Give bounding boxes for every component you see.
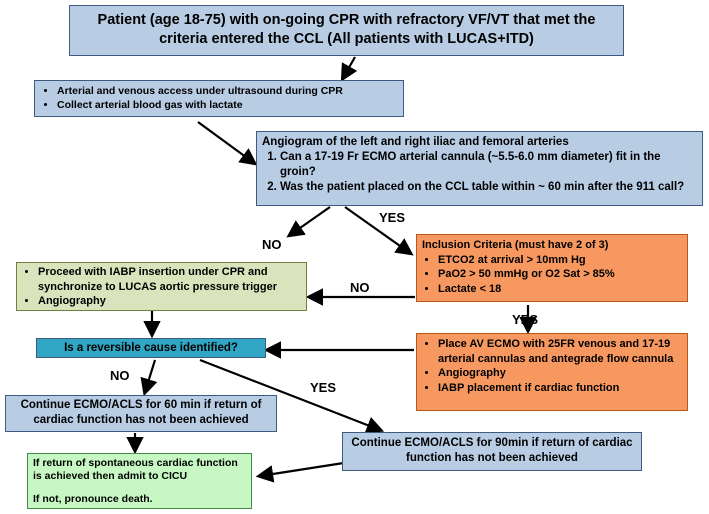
inclusion-box: Inclusion Criteria (must have 2 of 3) ET… <box>416 234 688 302</box>
final-line-1: If return of spontaneous cardiac functio… <box>33 457 238 482</box>
label-yes-reversible: YES <box>310 380 337 395</box>
inclusion-item-1: ETCO2 at arrival > 10mm Hg <box>438 253 682 268</box>
start-box: Patient (age 18-75) with on-going CPR wi… <box>69 5 624 56</box>
arrow-angiogram-to-no <box>286 206 331 238</box>
label-no-reversible: NO <box>110 368 130 383</box>
inclusion-item-3: Lactate < 18 <box>438 282 682 297</box>
arrow-start-to-access <box>340 56 358 82</box>
access-item-1: Arterial and venous access under ultraso… <box>57 84 397 98</box>
ecmo-item-1: Place AV ECMO with 25FR venous and 17-19… <box>438 337 682 366</box>
label-yes-inclusion: YES <box>512 312 539 327</box>
arrow-reversible-to-cont60 <box>140 359 158 397</box>
access-item-2: Collect arterial blood gas with lactate <box>57 98 397 112</box>
continue-90-text: Continue ECMO/ACLS for 90min if return o… <box>351 437 633 464</box>
angiogram-box: Angiogram of the left and right iliac an… <box>256 131 703 206</box>
ecmo-item-3: IABP placement if cardiac function <box>438 381 682 396</box>
label-no-inclusion: NO <box>350 280 370 295</box>
iabp-box: Proceed with IABP insertion under CPR an… <box>16 262 307 311</box>
angiogram-item-2: Was the patient placed on the CCL table … <box>280 180 697 195</box>
final-line-2: If not, pronounce death. <box>33 493 153 505</box>
reversible-box: Is a reversible cause identified? <box>36 338 266 358</box>
angiogram-title: Angiogram of the left and right iliac an… <box>262 136 569 148</box>
start-line-1: Patient (age 18-75) with on-going CPR wi… <box>97 12 596 28</box>
inclusion-title: Inclusion Criteria (must have 2 of 3) <box>422 239 609 251</box>
arrow-angiogram-to-inclusion <box>344 206 414 256</box>
ecmo-box: Place AV ECMO with 25FR venous and 17-19… <box>416 333 688 411</box>
ecmo-item-2: Angiography <box>438 366 682 381</box>
arrow-access-to-angiogram <box>197 121 258 166</box>
arrow-reversible-to-cont90 <box>199 358 385 434</box>
iabp-item-1: Proceed with IABP insertion under CPR an… <box>38 265 301 294</box>
continue-90-box: Continue ECMO/ACLS for 90min if return o… <box>342 432 642 471</box>
final-box: If return of spontaneous cardiac functio… <box>27 453 252 509</box>
label-yes-angiogram: YES <box>379 210 406 225</box>
angiogram-item-1: Can a 17-19 Fr ECMO arterial cannula (~5… <box>280 150 697 180</box>
iabp-item-2: Angiography <box>38 294 301 309</box>
label-no-angiogram: NO <box>262 237 282 252</box>
access-box: Arterial and venous access under ultraso… <box>34 80 404 117</box>
inclusion-item-2: PaO2 > 50 mmHg or O2 Sat > 85% <box>438 267 682 282</box>
reversible-text: Is a reversible cause identified? <box>64 342 238 354</box>
arrow-cont90-to-final <box>255 460 351 483</box>
continue-60-box: Continue ECMO/ACLS for 60 min if return … <box>5 395 277 432</box>
start-line-2: criteria entered the CCL (All patients w… <box>159 31 534 47</box>
continue-60-text: Continue ECMO/ACLS for 60 min if return … <box>20 399 262 426</box>
